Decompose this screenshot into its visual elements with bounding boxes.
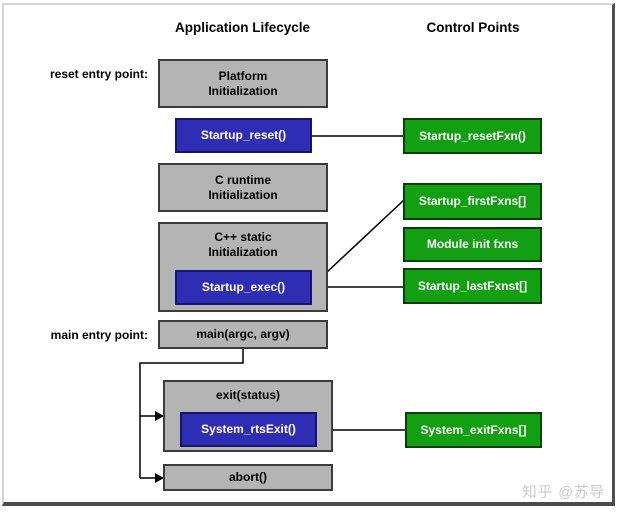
reset-entry-point-label: reset entry point: (49, 67, 148, 81)
zhihu-watermark: 知乎 @苏导 (522, 485, 605, 501)
control-points-title: Control Points (426, 20, 520, 35)
abort-box: abort() (163, 464, 333, 491)
startup-resetfxn-box: Startup_resetFxn() (403, 118, 542, 154)
startup-reset-box: Startup_reset() (175, 118, 312, 153)
startup-firstfxns-box: Startup_firstFxns[] (403, 183, 542, 220)
startup-exec-box: Startup_exec() (175, 270, 312, 305)
module-init-fxns-box: Module init fxns (403, 227, 542, 262)
system-exitfxns-box: System_exitFxns[] (405, 412, 542, 448)
c-runtime-initialization-box: C runtime Initialization (158, 163, 328, 212)
startup-lastfxns-box: Startup_lastFxnst[] (403, 268, 542, 304)
main-box: main(argc, argv) (158, 320, 328, 349)
application-lifecycle-title: Application Lifecycle (174, 20, 311, 35)
system-rtsexit-box: System_rtsExit() (180, 412, 317, 447)
main-entry-point-label: main entry point: (50, 328, 148, 342)
platform-initialization-box: Platform Initialization (158, 59, 328, 108)
